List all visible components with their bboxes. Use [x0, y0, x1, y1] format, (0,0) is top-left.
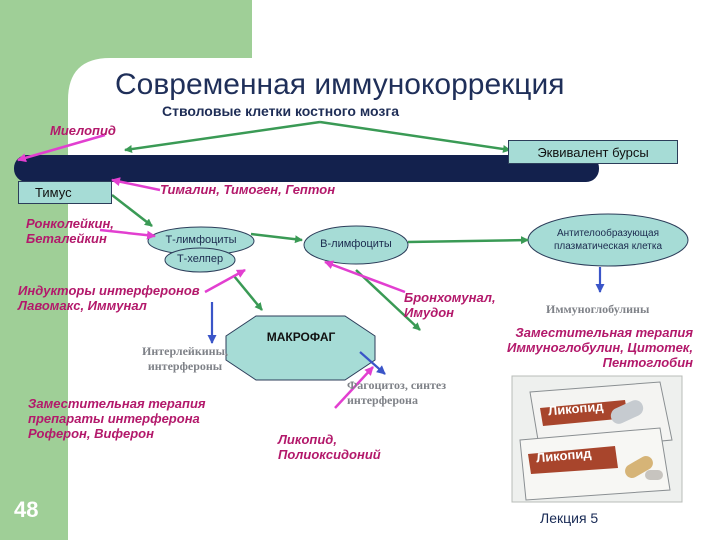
mielopid-label: Миелопид — [50, 123, 116, 138]
ifn-therapy-label: Заместительная терапия препараты интерфе… — [28, 396, 206, 441]
thymus-drugs-label: Тималин, Тимоген, Гептон — [160, 182, 336, 197]
macrophage-octagon — [225, 315, 376, 381]
page-number: 48 — [14, 497, 39, 522]
t-helper-label: Т-хелпер — [176, 253, 224, 265]
slide-title: Современная иммунокоррекция — [115, 68, 565, 101]
bursa-box: Эквивалент бурсы — [508, 140, 678, 164]
plasma-cell-label: Антителообразующая плазматическая клетка — [553, 228, 663, 252]
stem-cells-label: Стволовые клетки костного мозга — [162, 103, 399, 119]
thymus-box: Тимус — [18, 181, 112, 204]
b-lymph-ellipse — [303, 225, 409, 265]
bronchomunal-label: Бронхомунал, Имудон — [404, 290, 496, 320]
likopid-product-photo — [511, 375, 683, 503]
b-lymph-label: В-лимфоциты — [320, 238, 392, 250]
ig-therapy-label: Заместительная терапия Иммуноглобулин, Ц… — [506, 325, 693, 370]
macrophage-label: МАКРОФАГ — [266, 330, 336, 344]
t-lymph-label: Т-лимфоциты — [165, 234, 237, 246]
interleukins-label: Интерлейкины, интерфероны — [142, 344, 228, 373]
roncoleukin-label: Ронколейкин, Беталейкин — [26, 216, 114, 246]
t-helper-ellipse — [164, 247, 236, 273]
inducers-label: Индукторы интерферонов Лавомакс, Иммунал — [18, 283, 200, 313]
immunoglobulins-label: Иммуноглобулины — [546, 302, 650, 316]
phagocytosis-label: Фагоцитоз, синтез интерферона — [347, 378, 447, 407]
footer-lecture: Лекция 5 — [540, 510, 599, 526]
likopid-label: Ликопид, Полиоксидоний — [278, 432, 381, 462]
main-navy-bar — [14, 155, 599, 182]
green-corner-left — [0, 0, 68, 540]
